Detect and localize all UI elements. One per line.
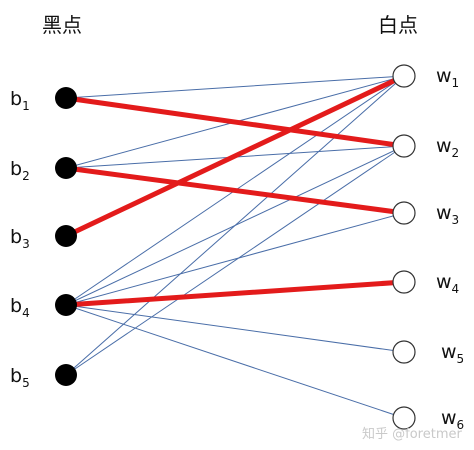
node-letter: w	[436, 65, 452, 87]
edge-b1-w1	[65, 75, 405, 99]
node-letter: b	[10, 226, 22, 248]
matched-edge-b1-w2	[63, 95, 407, 149]
node-subscript: 6	[457, 418, 465, 432]
node-letter: w	[436, 202, 452, 224]
node-letter: b	[10, 365, 22, 387]
edge-b5-w1	[65, 75, 405, 376]
node-layer	[55, 64, 416, 430]
node-letter: b	[10, 158, 22, 180]
node-letter: w	[441, 407, 457, 429]
node-subscript: 1	[22, 99, 30, 113]
node-letter: w	[441, 341, 457, 363]
node-subscript: 4	[452, 282, 460, 296]
node-subscript: 3	[22, 237, 30, 251]
node-subscript: 3	[452, 213, 460, 227]
white-node-w3	[392, 201, 416, 225]
white-node-w5	[392, 340, 416, 364]
node-label-w3: w3	[436, 202, 459, 227]
black-node-b5	[55, 364, 77, 386]
edge-b5-w2	[65, 145, 405, 376]
edge-b4-w3	[65, 212, 405, 306]
node-subscript: 1	[452, 76, 460, 90]
node-letter: b	[10, 88, 22, 110]
edge-layer	[63, 73, 407, 419]
node-letter: b	[10, 295, 22, 317]
white-node-w4	[392, 270, 416, 294]
node-label-b5: b5	[10, 365, 30, 390]
black-node-b4	[55, 294, 77, 316]
node-label-w6: w6	[441, 407, 464, 432]
edge-b4-w6	[65, 304, 405, 419]
node-letter: w	[436, 135, 452, 157]
node-subscript: 2	[452, 146, 460, 160]
white-node-w1	[392, 64, 416, 88]
node-subscript: 5	[22, 376, 30, 390]
edge-b4-w5	[65, 304, 405, 353]
node-label-b3: b3	[10, 226, 30, 251]
node-label-b1: b1	[10, 88, 30, 113]
node-letter: w	[436, 271, 452, 293]
black-node-b2	[55, 157, 77, 179]
node-label-b4: b4	[10, 295, 30, 320]
node-label-w5: w5	[441, 341, 464, 366]
white-node-w6	[392, 406, 416, 430]
black-node-b3	[55, 225, 77, 247]
matched-edge-b4-w4	[63, 279, 407, 308]
node-label-w1: w1	[436, 65, 459, 90]
node-subscript: 2	[22, 169, 30, 183]
node-label-w4: w4	[436, 271, 459, 296]
white-node-w2	[392, 134, 416, 158]
node-subscript: 4	[22, 306, 30, 320]
node-label-b2: b2	[10, 158, 30, 183]
black-node-b1	[55, 87, 77, 109]
watermark: 知乎 @foretmer	[362, 426, 462, 442]
matched-edge-b3-w1	[63, 73, 407, 239]
black-heading: 黑点	[42, 13, 82, 37]
node-subscript: 5	[457, 352, 465, 366]
matched-edge-b2-w3	[63, 165, 407, 216]
node-label-w2: w2	[436, 135, 459, 160]
white-heading: 白点	[378, 13, 418, 37]
